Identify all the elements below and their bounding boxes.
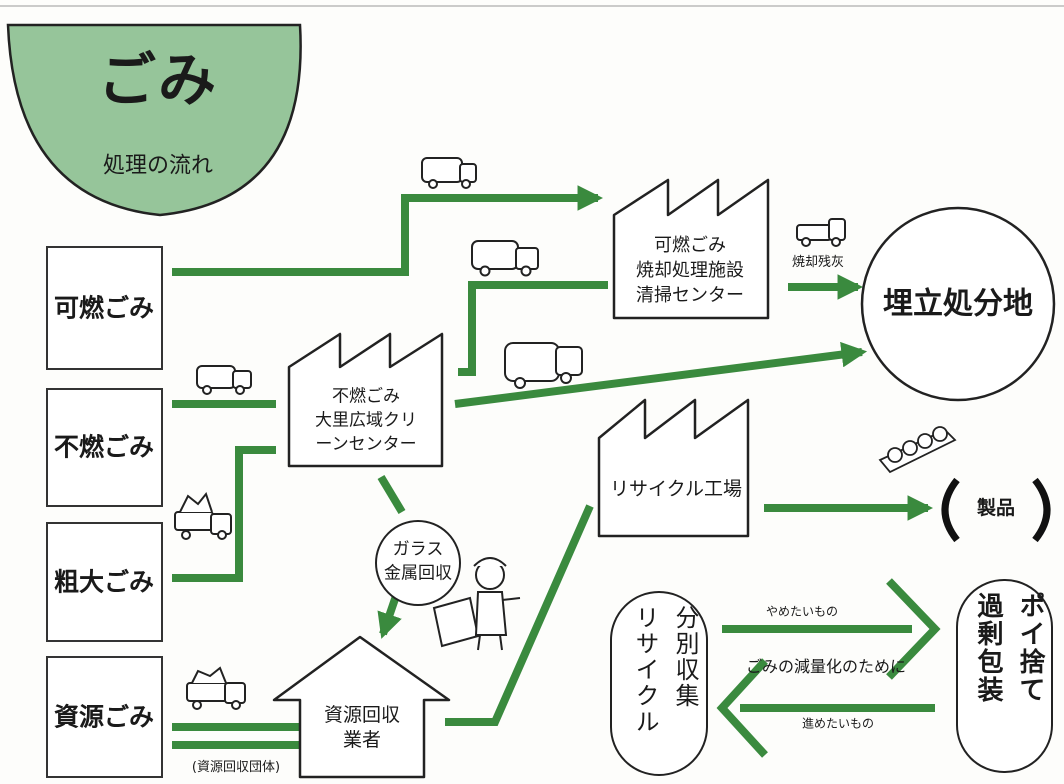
promote-arrow-label: 進めたいもの bbox=[801, 716, 875, 731]
reduce-label: ごみの減量化のために bbox=[745, 657, 907, 676]
label-resource: 資源ごみ bbox=[53, 702, 155, 732]
truck-icon bbox=[504, 342, 583, 389]
products-bracket-right bbox=[1032, 477, 1051, 543]
products-label: 製品 bbox=[976, 497, 1016, 520]
clean-center-line2: 大里広域クリ bbox=[315, 410, 417, 431]
clean-center-line3: ーンセンター bbox=[315, 434, 417, 455]
box-bulky bbox=[46, 522, 163, 642]
separation-col1: 分別収集 bbox=[671, 605, 699, 709]
truck-icon bbox=[186, 666, 246, 710]
recycler-line1: 資源回収 bbox=[323, 704, 401, 727]
title-main: ごみ bbox=[97, 45, 219, 114]
incinerator-line3: 清掃センター bbox=[636, 284, 744, 306]
flow-bulky-to-clean-center bbox=[172, 446, 276, 582]
truck-icon bbox=[421, 157, 477, 189]
separation-col2: リサイクル bbox=[631, 605, 659, 735]
avoid-col1: ポイ捨て bbox=[1015, 592, 1045, 704]
truck-icon bbox=[196, 365, 252, 395]
arrow-promote-head bbox=[716, 658, 768, 758]
flow-combustible-to-incinerator bbox=[172, 185, 604, 276]
label-noncombustible: 不燃ごみ bbox=[53, 432, 155, 462]
box-combustible bbox=[46, 246, 163, 370]
title-sub: 処理の流れ bbox=[102, 153, 214, 179]
sort-line1: ガラス bbox=[392, 539, 444, 560]
incinerator-line2: 焼却処理施設 bbox=[636, 259, 744, 281]
flow-clean-center-to-sort bbox=[377, 474, 406, 515]
recycler-house bbox=[272, 635, 451, 779]
egg-carton-icon bbox=[878, 426, 957, 474]
clean-center-line1: 不燃ごみ bbox=[332, 386, 400, 407]
truck-icon bbox=[471, 240, 539, 277]
label-bulky: 粗大ごみ bbox=[53, 567, 155, 597]
sort-circle bbox=[375, 520, 461, 606]
arrow-avoid-head bbox=[886, 578, 941, 680]
label-combustible: 可燃ごみ bbox=[53, 293, 155, 323]
landfill-circle bbox=[860, 206, 1056, 402]
recycler-line2: 業者 bbox=[342, 729, 382, 752]
box-noncombustible bbox=[46, 388, 163, 507]
residue-label: 焼却残灰 bbox=[791, 254, 845, 270]
products-bracket-left bbox=[941, 477, 960, 543]
recycling-factory bbox=[597, 398, 750, 538]
avoid-col2: 過剰包装 bbox=[973, 592, 1003, 704]
separation-oval bbox=[610, 591, 708, 776]
resource-group-label: (資源回収団体) bbox=[191, 759, 281, 775]
flow-sort-to-recycler bbox=[377, 594, 402, 639]
flow-clean-center-to-incinerator bbox=[458, 281, 608, 376]
flow-clean-center-to-landfill bbox=[454, 341, 868, 408]
recycling-factory-label: リサイクル工場 bbox=[609, 478, 743, 501]
landfill-label: 埋立処分地 bbox=[883, 286, 1033, 322]
avoid-oval bbox=[956, 579, 1053, 773]
worker-icon bbox=[432, 557, 521, 651]
box-resource bbox=[46, 656, 163, 778]
incinerator-line1: 可燃ごみ bbox=[654, 234, 726, 256]
flow-recycler-to-factory bbox=[445, 504, 594, 726]
title-dome bbox=[6, 23, 302, 217]
incinerator-factory bbox=[612, 178, 770, 320]
avoid-arrow-label: やめたいもの bbox=[765, 604, 839, 619]
sort-line2: 金属回収 bbox=[384, 563, 452, 584]
truck-icon bbox=[174, 491, 232, 540]
clean-center-factory bbox=[287, 332, 444, 468]
truck-icon bbox=[796, 218, 846, 247]
